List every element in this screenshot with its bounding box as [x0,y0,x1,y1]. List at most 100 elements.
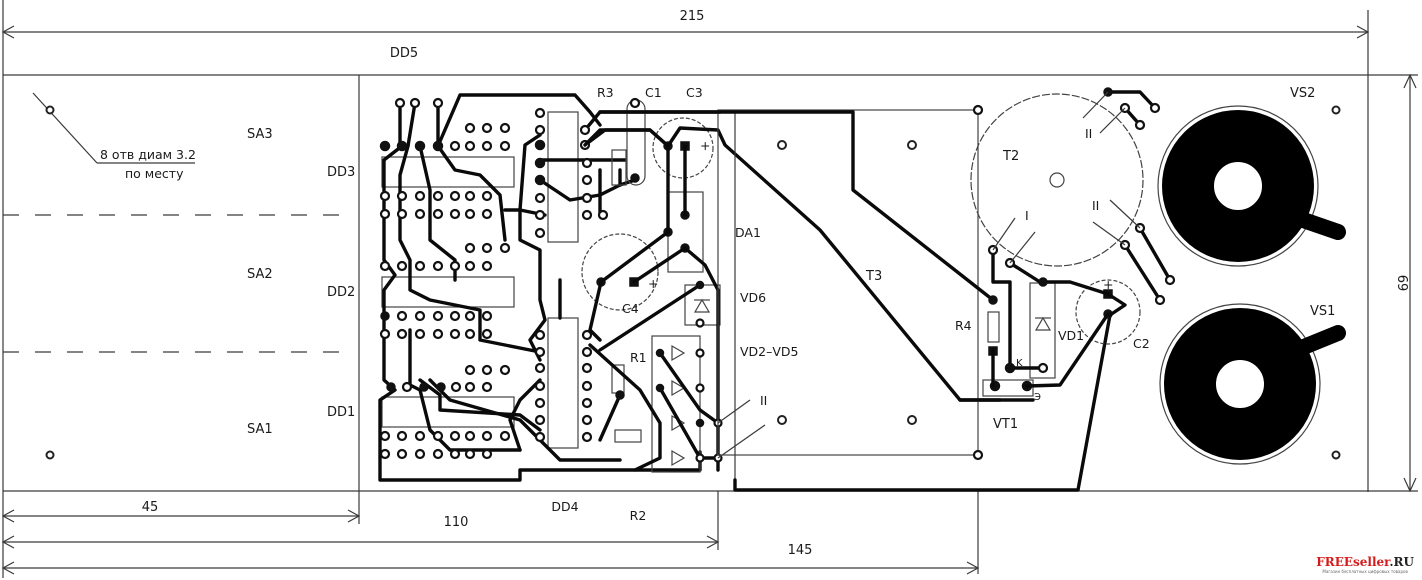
dim-45-arrow-right [347,509,361,523]
mounting-hole [1331,450,1341,460]
pad [1164,274,1176,286]
pad [695,418,705,428]
pad [464,448,476,460]
trace [408,328,522,452]
pad [481,448,493,460]
r4-label: R4 [955,318,972,333]
pad [534,414,546,426]
pad [449,208,461,220]
pad [432,448,444,460]
pad [449,260,461,272]
chip-dd2-pins [379,242,511,340]
winding-arrow [1082,91,1109,119]
dd3-label: DD3 [327,165,355,180]
watermark-brand-dark: .RU [1389,555,1414,569]
hole-note-subtext: по месту [125,166,184,181]
pad [581,431,593,443]
pad [579,124,591,136]
chip-dd1-pins [379,364,511,460]
winding-arrow [1099,107,1126,134]
pad [629,97,641,109]
vd2-vd5-outline [651,335,701,473]
dim-145-arrow-right [966,561,980,575]
pad [581,362,593,374]
pad [581,209,593,221]
dim-110-arrow-right [706,535,720,549]
pad [464,140,476,152]
pad [449,430,461,442]
da1-label: DA1 [735,225,761,240]
pad [534,227,546,239]
pad [1004,362,1016,374]
winding-arrow [1092,221,1126,246]
pad [414,430,426,442]
hole-leader-line [32,92,98,164]
pad [464,364,476,376]
trace [538,178,622,202]
c3-label: C3 [686,85,703,100]
pad [449,190,461,202]
t2-winding-iii-label: II [1085,126,1092,141]
trace [406,101,417,148]
trace [658,351,720,425]
pad [396,310,408,322]
pad [481,208,493,220]
pad [396,328,408,340]
pad [449,140,461,152]
pad [1134,119,1146,131]
watermark-logo: FREEseller.RU Магазин бесплатных цифровы… [1316,555,1414,574]
pad [481,122,493,134]
t2-center-hole [1049,172,1065,188]
pad [481,328,493,340]
trace [598,393,622,442]
vd1-label: VD1 [1058,328,1084,343]
pad [464,122,476,134]
winding-arrow [992,217,1016,251]
vs2-label: VS2 [1290,86,1315,101]
dim-145-label: 145 [788,543,813,558]
pad [630,173,640,183]
pad [534,157,546,169]
pad [464,260,476,272]
pad [464,190,476,202]
chip-dd2-outline [381,276,515,308]
pad [581,157,593,169]
winding-arrow [717,399,751,424]
pad [396,448,408,460]
pad [414,208,426,220]
pad [534,124,546,136]
pad [534,362,546,374]
c1-label: C1 [645,85,662,100]
dim-145-arrow-left [1,561,15,575]
pad [534,192,546,204]
watermark-brand: FREEseller.RU [1316,555,1414,569]
pad [499,364,511,376]
pad [464,242,476,254]
pad [394,97,406,109]
pad [1037,362,1049,374]
r3-body [611,149,627,186]
chip-dd5-outline [547,111,579,243]
diode-symbol [671,344,686,362]
trace [583,110,722,132]
sa3-label: SA3 [247,127,273,142]
dim-69-arrow-bottom [1403,477,1417,493]
trace [508,378,542,452]
c4-label: C4 [622,301,639,316]
pad [432,208,444,220]
diode-symbol [671,449,686,467]
pad [432,328,444,340]
trace [598,283,702,352]
pad [379,140,391,152]
pad [534,346,546,358]
r2-label: R2 [630,508,647,523]
vd1-diode-symbol [1034,316,1052,331]
trace [588,343,662,472]
pad [379,260,391,272]
vs2-thyristor [1157,105,1346,267]
pad [481,190,493,202]
dim-110-arrow-left [1,535,15,549]
pad [481,310,493,322]
vd2-vd5-label: VD2–VD5 [740,344,799,359]
pad [379,448,391,460]
